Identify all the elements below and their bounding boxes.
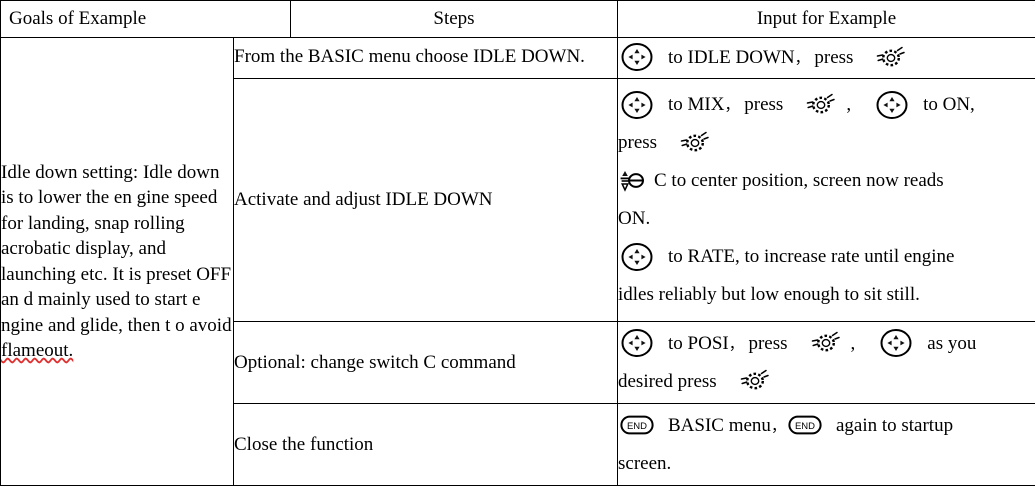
input-text: press xyxy=(618,132,658,154)
press-button-icon xyxy=(805,92,836,118)
table-header-row: Goals of Example Steps Input for Example xyxy=(0,0,1035,38)
input-line: press xyxy=(618,124,1035,162)
input-text: desired press xyxy=(618,370,717,392)
dpad-icon xyxy=(620,42,654,72)
step-cell-4: Close the function xyxy=(233,403,618,486)
dpad-icon xyxy=(875,90,909,120)
input-text: again to startup xyxy=(835,414,954,436)
fullwidth-comma: ， xyxy=(794,49,810,68)
input-text: C to center position, screen now reads xyxy=(654,170,944,192)
input-cell-4: END BASIC menu， END again to startup screen. xyxy=(617,403,1035,486)
dpad-icon xyxy=(620,90,654,120)
input-text: to ON, xyxy=(923,94,975,116)
input-text: press xyxy=(743,332,788,354)
table-row: Close the function END BASIC menu， END agai… xyxy=(1,403,1035,486)
svg-text:END: END xyxy=(795,421,815,432)
input-line: to IDLE DOWN， press xyxy=(618,39,1035,77)
input-line: to POSI， press, as you xyxy=(618,325,1035,363)
dpad-icon xyxy=(879,328,913,358)
goals-description-cell: Idle down setting: Idle down is to lower… xyxy=(0,37,237,486)
dpad-icon xyxy=(620,328,654,358)
input-text: press xyxy=(739,94,784,116)
input-text: ON. xyxy=(618,208,651,230)
goals-description-text: Idle down setting: Idle down is to lower… xyxy=(1,161,237,336)
input-line: C to center position, screen now reads xyxy=(618,162,1035,200)
input-text: , xyxy=(850,332,856,354)
table-row: Idle down setting: Idle down is to lower… xyxy=(0,36,1035,486)
press-button-icon xyxy=(875,45,906,71)
input-text: to IDLE DOWN xyxy=(668,47,795,69)
input-text: to RATE, to increase rate until engine xyxy=(668,246,955,268)
input-text: to MIX xyxy=(668,94,725,116)
fullwidth-comma: ， xyxy=(728,334,744,353)
input-cell-2: to MIX， press, to ON, press C to center pos… xyxy=(617,78,1035,323)
misspelled-word-flameout: flameout. xyxy=(1,340,74,361)
column-header-steps: Steps xyxy=(290,0,618,38)
input-text: , xyxy=(846,94,852,116)
end-button-icon: END xyxy=(788,415,822,435)
fullwidth-comma: ， xyxy=(770,416,786,435)
press-button-icon xyxy=(739,368,769,394)
step-cell-2: Activate and adjust IDLE DOWN xyxy=(233,78,618,323)
input-text: idles reliably but low enough to sit sti… xyxy=(618,284,920,306)
input-text: to POSI xyxy=(668,332,729,354)
input-line: ON. xyxy=(618,200,1035,238)
input-text: BASIC menu xyxy=(668,414,771,436)
step-cell-3: Optional: change switch C command xyxy=(233,321,618,405)
input-text: press xyxy=(809,47,854,69)
press-button-icon xyxy=(810,330,840,356)
input-cell-3: to POSI， press, as you desired press xyxy=(617,321,1035,405)
input-text: as you xyxy=(927,332,977,354)
input-line: to MIX， press, to ON, xyxy=(618,86,1035,124)
input-cell-1: to IDLE DOWN， press xyxy=(617,36,1035,80)
dpad-icon xyxy=(620,242,654,272)
end-button-icon: END xyxy=(620,415,654,435)
svg-text:END: END xyxy=(627,421,647,432)
input-line: desired press xyxy=(618,363,1035,401)
fullwidth-comma: ， xyxy=(724,96,740,115)
column-header-goals: Goals of Example xyxy=(0,0,291,38)
table-row: Optional: change switch C command to POS… xyxy=(1,321,1035,405)
input-line: END BASIC menu， END again to startup xyxy=(618,407,1035,445)
column-header-input: Input for Example xyxy=(617,0,1035,38)
switch-c-icon xyxy=(618,168,644,194)
step-cell-1: From the BASIC menu choose IDLE DOWN. xyxy=(233,36,618,80)
table-row: Activate and adjust IDLE DOWN to MIX， pr… xyxy=(1,78,1035,323)
input-line: idles reliably but low enough to sit sti… xyxy=(618,276,1035,314)
input-text: screen. xyxy=(618,452,672,474)
input-line: screen. xyxy=(618,445,1035,483)
input-line: to RATE, to increase rate until engine xyxy=(618,238,1035,276)
press-button-icon xyxy=(679,130,709,156)
